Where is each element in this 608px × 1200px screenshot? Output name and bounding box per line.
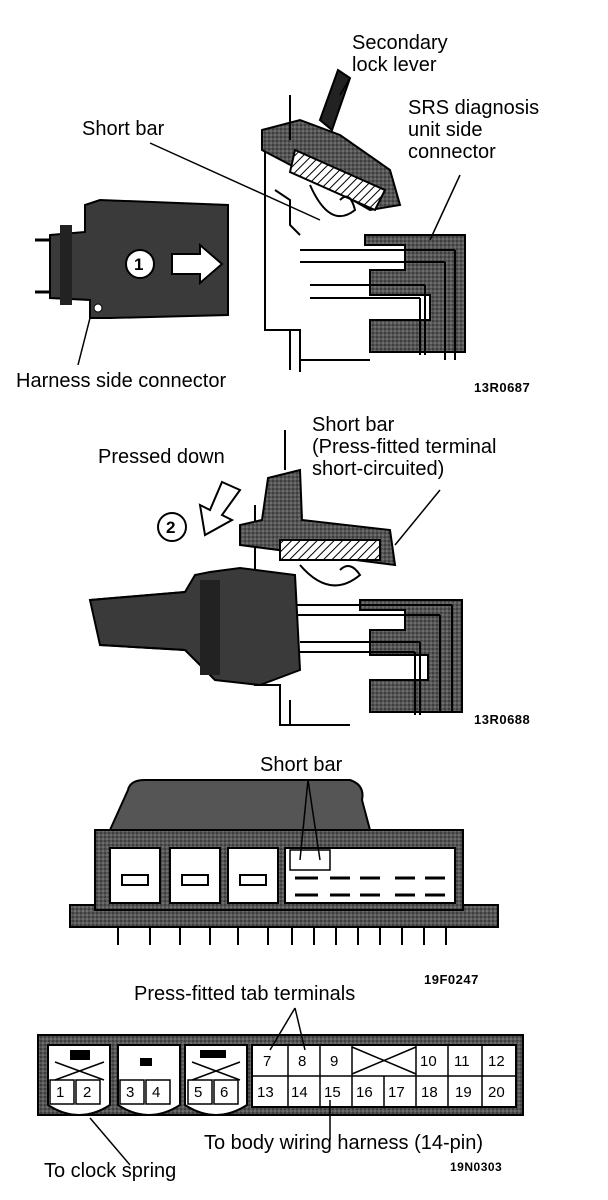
fig1-srs-line1: SRS diagnosis xyxy=(408,97,540,119)
pin-5: 5 xyxy=(194,1084,203,1101)
pin-18: 18 xyxy=(421,1084,438,1101)
fig4-figure-code: 19N0303 xyxy=(450,1160,503,1174)
fig1-secondary-lock-lever-label: Secondary lock lever xyxy=(352,32,448,76)
fig1-short-bar-label: Short bar xyxy=(82,118,165,140)
fig4-to-body-label: To body wiring harness (14-pin) xyxy=(204,1132,484,1154)
fig3-figure-code: 19F0247 xyxy=(424,972,479,987)
fig2-pressed-down-label: Pressed down xyxy=(98,446,225,468)
pin-13: 13 xyxy=(257,1084,274,1101)
pin-12: 12 xyxy=(488,1053,505,1070)
pin-10: 10 xyxy=(420,1053,437,1070)
pin-8: 8 xyxy=(298,1053,307,1070)
fig1-secondary-line1: Secondary xyxy=(352,32,448,54)
pin-17: 17 xyxy=(388,1084,405,1101)
pin-9: 9 xyxy=(330,1053,339,1070)
fig1-secondary-line2: lock lever xyxy=(352,54,437,76)
fig1-harness-side-label: Harness side connector xyxy=(16,370,227,392)
fig2-leader xyxy=(394,489,441,546)
fig2-short-bar-line2: (Press-fitted terminal xyxy=(312,436,497,458)
fig3-connector-front xyxy=(69,779,499,945)
pin-3: 3 xyxy=(126,1084,135,1101)
fig2-step-number: 2 xyxy=(166,518,176,537)
fig3-short-bar-label: Short bar xyxy=(260,754,343,776)
fig1-srs-line3: connector xyxy=(408,141,496,163)
fig4-leaders xyxy=(89,1007,331,1166)
fig4-press-fitted-label: Press-fitted tab terminals xyxy=(134,983,356,1005)
pin-20: 20 xyxy=(488,1084,505,1101)
fig1-insert-arrow-icon xyxy=(171,242,224,286)
pin-7: 7 xyxy=(263,1053,272,1070)
pin-16: 16 xyxy=(356,1084,373,1101)
fig2-short-bar-label: Short bar (Press-fitted terminal short-c… xyxy=(312,414,497,480)
fig2-connector-assembly xyxy=(239,430,463,726)
fig1-srs-connector xyxy=(261,68,466,372)
pin-1: 1 xyxy=(56,1084,65,1101)
fig3-leader-2 xyxy=(307,779,321,861)
fig1-srs-unit-label: SRS diagnosis unit side connector xyxy=(408,97,539,163)
pin-19: 19 xyxy=(455,1084,472,1101)
pin-4: 4 xyxy=(152,1084,161,1101)
fig1-srs-line2: unit side xyxy=(408,119,483,141)
pin-14: 14 xyxy=(291,1084,308,1101)
fig4-to-clock-label: To clock spring xyxy=(44,1160,177,1182)
fig3-leader xyxy=(299,779,309,861)
fig2-harness-connector xyxy=(88,566,302,687)
pin-2: 2 xyxy=(83,1084,92,1101)
fig2-short-bar-line3: short-circuited) xyxy=(312,458,445,480)
fig2-figure-code: 13R0688 xyxy=(474,712,531,727)
fig2-step-circle xyxy=(157,512,187,542)
fig2-press-arrow-icon xyxy=(198,480,242,537)
pin-11: 11 xyxy=(454,1053,470,1070)
fig2-short-bar-line1: Short bar xyxy=(312,414,395,436)
pin-15: 15 xyxy=(324,1084,341,1101)
fig1-step-number: 1 xyxy=(134,255,144,274)
fig4-pin-layout xyxy=(37,1034,524,1116)
fig1-leaders xyxy=(77,77,461,366)
pin-6: 6 xyxy=(220,1084,229,1101)
fig1-step-circle xyxy=(125,249,155,279)
fig1-figure-code: 13R0687 xyxy=(474,380,531,395)
